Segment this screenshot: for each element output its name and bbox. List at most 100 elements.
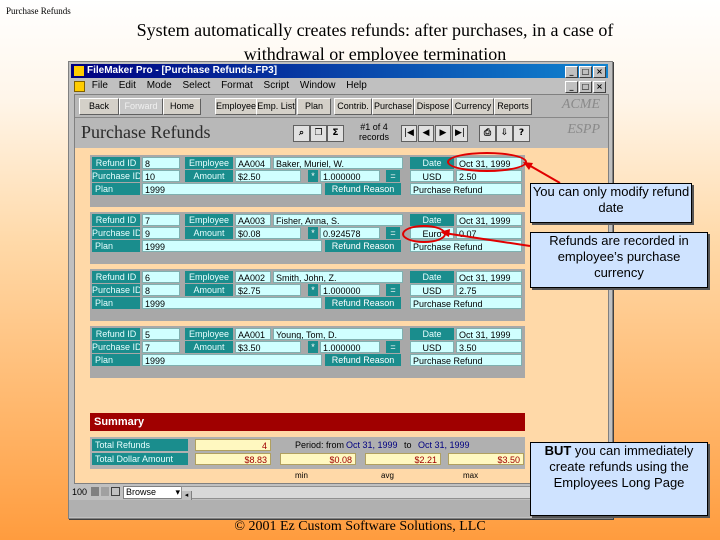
refund-reason-field[interactable]: Purchase Refund	[410, 354, 522, 366]
employee-name-field[interactable]: Smith, John, Z.	[273, 271, 403, 283]
employee-name-field[interactable]: Young, Tom, D.	[273, 328, 403, 340]
employee-id-field[interactable]: AA001	[235, 328, 271, 340]
help-icon[interactable]: ?	[513, 125, 530, 142]
currency-field[interactable]: USD	[410, 284, 454, 296]
plan-field[interactable]: 1999	[142, 354, 322, 366]
zoom-level[interactable]: 100	[72, 487, 88, 497]
purchase-id-field[interactable]: 10	[142, 170, 180, 182]
doc-minimize-icon[interactable]: _	[565, 81, 578, 93]
converted-amount-field[interactable]: 0.07	[456, 227, 522, 239]
purchase-id-field[interactable]: 7	[142, 341, 180, 353]
duplicate-icon[interactable]: ❐	[310, 125, 327, 142]
employee-name-field[interactable]: Fisher, Anna, S.	[273, 214, 403, 226]
avg-label: avg	[381, 471, 394, 480]
refund-reason-button[interactable]: Refund Reason	[325, 297, 401, 309]
refund-date-field[interactable]: Oct 31, 1999	[456, 214, 522, 226]
refund-id-field[interactable]: 6	[142, 271, 180, 283]
menu-window[interactable]: Window	[299, 80, 336, 91]
nav-emp-list-button[interactable]: Emp. List	[256, 98, 296, 115]
menu-edit[interactable]: Edit	[118, 80, 136, 91]
exchange-rate-field[interactable]: 1.000000	[320, 170, 380, 182]
refund-reason-button[interactable]: Refund Reason	[325, 183, 401, 195]
refund-reason-button[interactable]: Refund Reason	[325, 354, 401, 366]
print-icon[interactable]: ⎙	[479, 125, 496, 142]
employee-name-field[interactable]: Baker, Muriel, W.	[273, 157, 403, 169]
exchange-rate-field[interactable]: 1.000000	[320, 284, 380, 296]
nav-home-button[interactable]: Home	[163, 98, 201, 115]
refund-record: Refund ID 5 Employee AA001 Young, Tom, D…	[90, 326, 525, 378]
refund-date-field[interactable]: Oct 31, 1999	[456, 328, 522, 340]
brand-acme-logo: ACME	[561, 97, 600, 112]
maximize-icon[interactable]: □	[579, 66, 592, 78]
plan-field[interactable]: 1999	[142, 297, 322, 309]
purchase-id-label: Purchase ID	[92, 341, 140, 353]
refund-date-field[interactable]: Oct 31, 1999	[456, 271, 522, 283]
date-highlight-ring	[447, 152, 527, 172]
total-dollar-label: Total Dollar Amount	[92, 453, 188, 465]
nav-dispose-button[interactable]: Dispose	[414, 98, 452, 115]
nav-reports-button[interactable]: Reports	[494, 98, 532, 115]
window-titlebar: FileMaker Pro - [Purchase Refunds.FP3] _…	[71, 64, 608, 78]
close-icon[interactable]: ×	[593, 66, 606, 78]
zoom-in-icon[interactable]	[101, 487, 109, 496]
total-dollar-value: $8.83	[195, 453, 271, 465]
find-icon[interactable]: ⌕	[293, 125, 310, 142]
employee-id-field[interactable]: AA004	[235, 157, 271, 169]
menu-select[interactable]: Select	[182, 80, 211, 91]
last-record-icon[interactable]: ▶|	[452, 125, 468, 142]
amount-field[interactable]: $2.75	[235, 284, 301, 296]
amount-field[interactable]: $0.08	[235, 227, 301, 239]
employee-id-field[interactable]: AA003	[235, 214, 271, 226]
minimize-icon[interactable]: _	[565, 66, 578, 78]
sum-icon[interactable]: Σ	[327, 125, 344, 142]
refund-id-field[interactable]: 5	[142, 328, 180, 340]
scroll-left-icon[interactable]: ◂	[182, 491, 192, 500]
refund-id-label: Refund ID	[92, 214, 140, 226]
nav-currency-button[interactable]: Currency	[452, 98, 494, 115]
menu-mode[interactable]: Mode	[146, 80, 172, 91]
nav-contrib-button[interactable]: Contrib.	[334, 98, 372, 115]
nav-back-button[interactable]: Back	[79, 98, 119, 115]
purchase-id-field[interactable]: 9	[142, 227, 180, 239]
amount-field[interactable]: $2.50	[235, 170, 301, 182]
menu-format[interactable]: Format	[221, 80, 253, 91]
mode-selector[interactable]: Browse ▾	[123, 486, 183, 499]
exchange-rate-field[interactable]: 1.000000	[320, 341, 380, 353]
nav-employee-button[interactable]: Employee	[215, 98, 257, 115]
exchange-rate-field[interactable]: 0.924578	[320, 227, 380, 239]
window-bottom	[69, 500, 612, 517]
amount-field[interactable]: $3.50	[235, 341, 301, 353]
nav-forward-button[interactable]: Forward	[119, 98, 163, 115]
first-record-icon[interactable]: |◀	[401, 125, 417, 142]
nav-purchase-button[interactable]: Purchase	[372, 98, 414, 115]
currency-field[interactable]: USD	[410, 341, 454, 353]
employee-id-field[interactable]: AA002	[235, 271, 271, 283]
prev-record-icon[interactable]: ◀	[418, 125, 434, 142]
purchase-id-field[interactable]: 8	[142, 284, 180, 296]
converted-amount-field[interactable]: 2.75	[456, 284, 522, 296]
status-area-icon[interactable]	[111, 487, 120, 496]
menu-help[interactable]: Help	[346, 80, 367, 91]
nav-plan-button[interactable]: Plan	[297, 98, 331, 115]
doc-close-icon[interactable]: ×	[593, 81, 606, 93]
refund-reason-field[interactable]: Purchase Refund	[410, 297, 522, 309]
doc-maximize-icon[interactable]: □	[579, 81, 592, 93]
converted-amount-field[interactable]: 3.50	[456, 341, 522, 353]
zoom-out-icon[interactable]	[91, 487, 99, 496]
currency-field[interactable]: USD	[410, 170, 454, 182]
refund-id-field[interactable]: 8	[142, 157, 180, 169]
plan-field[interactable]: 1999	[142, 183, 322, 195]
refund-reason-field[interactable]: Purchase Refund	[410, 183, 522, 195]
document-icon[interactable]	[74, 81, 85, 92]
window-title: FileMaker Pro - [Purchase Refunds.FP3]	[87, 65, 278, 76]
equals-sign: =	[386, 284, 400, 296]
next-record-icon[interactable]: ▶	[435, 125, 451, 142]
amount-label: Amount	[185, 341, 233, 353]
refund-reason-button[interactable]: Refund Reason	[325, 240, 401, 252]
menu-script[interactable]: Script	[263, 80, 290, 91]
menu-file[interactable]: File	[91, 80, 108, 91]
refund-id-field[interactable]: 7	[142, 214, 180, 226]
horizontal-scrollbar[interactable]: ◂	[181, 486, 609, 500]
plan-field[interactable]: 1999	[142, 240, 322, 252]
export-icon[interactable]: ⇩	[496, 125, 513, 142]
